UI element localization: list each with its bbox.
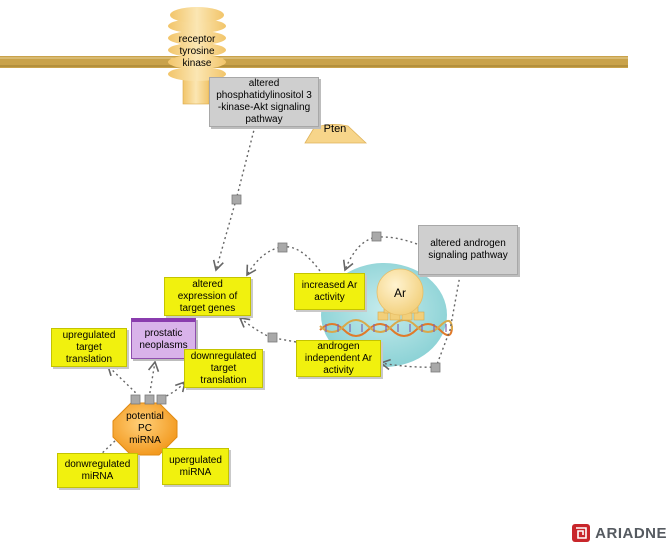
upregulated-translation-node[interactable]: upregulated target translation — [51, 328, 127, 367]
cell-membrane — [0, 56, 628, 68]
receptor-tyrosine-kinase-label: receptor tyrosine kinase — [178, 34, 216, 69]
ar-protein-shape — [376, 268, 425, 321]
androgen-pathway-node[interactable]: altered androgen signaling pathway — [418, 225, 518, 275]
androgen-independent-node[interactable]: androgen independent Ar activity — [296, 340, 381, 377]
prostatic-neoplasms-node[interactable]: prostatic neoplasms — [131, 318, 196, 359]
edge-mirna-to-upregulated — [106, 364, 136, 403]
dna-helix — [319, 319, 453, 337]
upregulated-mirna-node[interactable]: upergulated miRNA — [162, 448, 229, 485]
edge-downmirna-to-mirna — [98, 439, 117, 457]
downregulated-mirna-node[interactable]: donwregulated miRNA — [57, 453, 138, 488]
increased-ar-activity-node[interactable]: increased Ar activity — [294, 273, 365, 310]
downregulated-translation-node[interactable]: downregulated target translation — [184, 349, 263, 388]
potential-mirna-label[interactable]: potential PC miRNA — [126, 411, 164, 446]
akt-pathway-node[interactable]: altered phosphatidylinositol 3 -kinase-A… — [209, 77, 319, 127]
edge-mirna-to-neoplasms — [147, 360, 160, 404]
ariadne-logo-icon — [572, 524, 591, 542]
ariadne-logo-text: ARIADNE — [595, 524, 667, 542]
potential-mirna-shape — [112, 402, 178, 456]
ar-label: Ar — [394, 286, 406, 300]
ariadne-logo: ARIADNE — [571, 523, 667, 543]
edge-independent-to-expression — [238, 316, 297, 343]
altered-expression-node[interactable]: altered expression of target genes — [164, 277, 251, 316]
receptor-tyrosine-kinase-shape — [168, 7, 226, 105]
pten-shape — [304, 124, 368, 144]
connector-nodes — [130, 194, 441, 405]
pten-label: Pten — [323, 123, 347, 135]
